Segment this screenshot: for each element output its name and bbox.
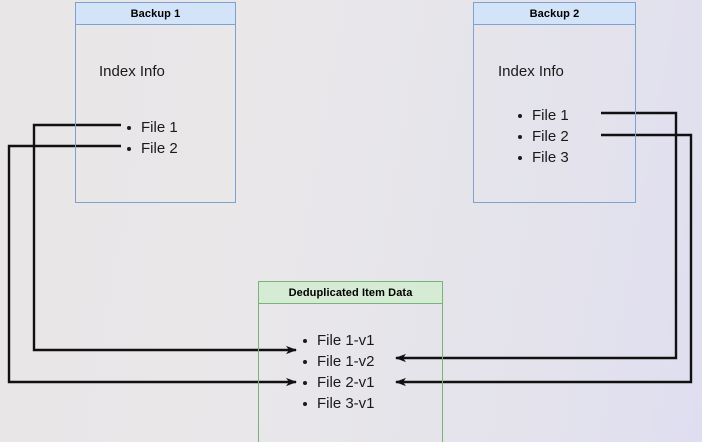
backup-2-box: Backup 2 Index Info File 1 File 2 File 3: [473, 2, 636, 203]
list-item: File 2-v1: [301, 372, 375, 393]
backup-1-box: Backup 1 Index Info File 1 File 2: [75, 2, 236, 203]
deduplicated-item-data-body: File 1-v1 File 1-v2 File 2-v1 File 3-v1: [259, 304, 442, 442]
list-item: File 2: [516, 126, 569, 147]
list-item: File 1-v2: [301, 351, 375, 372]
backup-2-body: Index Info File 1 File 2 File 3: [474, 25, 635, 202]
backup-1-title: Backup 1: [76, 3, 235, 25]
deduplicated-item-data-box: Deduplicated Item Data File 1-v1 File 1-…: [258, 281, 443, 442]
backup-1-body: Index Info File 1 File 2: [76, 25, 235, 202]
dedup-item-list: File 1-v1 File 1-v2 File 2-v1 File 3-v1: [301, 330, 375, 414]
backup-1-index-label: Index Info: [99, 63, 165, 80]
list-item: File 1: [516, 105, 569, 126]
deduplicated-item-data-title: Deduplicated Item Data: [259, 282, 442, 304]
backup-2-index-label: Index Info: [498, 63, 564, 80]
list-item: File 1: [125, 117, 178, 138]
list-item: File 2: [125, 138, 178, 159]
backup-1-file-list: File 1 File 2: [125, 117, 178, 159]
list-item: File 3: [516, 147, 569, 168]
backup-2-file-list: File 1 File 2 File 3: [516, 105, 569, 168]
list-item: File 3-v1: [301, 393, 375, 414]
backup-2-title: Backup 2: [474, 3, 635, 25]
list-item: File 1-v1: [301, 330, 375, 351]
